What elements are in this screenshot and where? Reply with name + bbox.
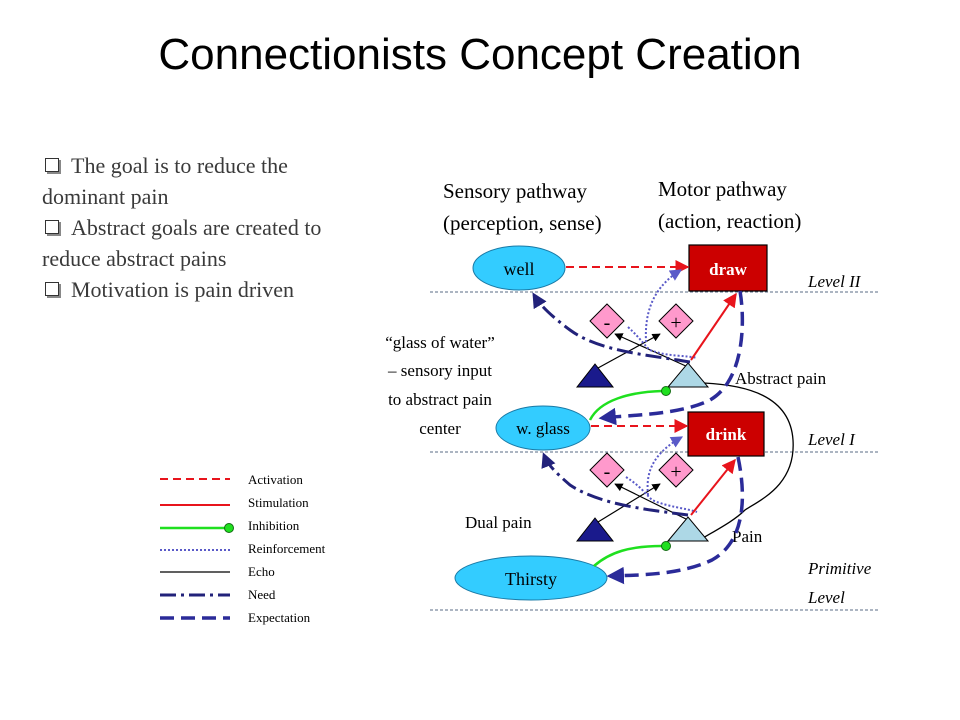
stimulation-arrow-to-draw (690, 292, 737, 361)
motor-pathway-subtitle: (action, reaction) (658, 209, 801, 233)
expectation-path-drink-to-thirsty (606, 456, 745, 585)
inhibition-dot-icon (661, 386, 671, 396)
primitive-level-label: Primitive (807, 559, 872, 578)
legend-label-need: Need (248, 587, 276, 602)
need-path-level-1 (541, 452, 689, 517)
reinforcement-path-level-2 (644, 269, 683, 343)
pain-connector-curve (702, 382, 794, 539)
dual-pain-triangle-level-1 (575, 517, 615, 542)
checkbox-bullet-icon (45, 282, 59, 296)
stimulation-arrow-to-drink (690, 458, 736, 516)
annotation-line: to abstract pain (388, 390, 492, 409)
dual-pain-label: Dual pain (465, 513, 532, 532)
well-node-label: well (504, 259, 535, 279)
reinforcement-path-level-1 (625, 476, 698, 513)
level-2-label: Level II (807, 272, 862, 291)
plus-diamond-level-1 (658, 452, 694, 488)
w-glass-node-label: w. glass (516, 419, 570, 438)
minus-sign-label: - (604, 312, 611, 334)
drink-node (687, 411, 765, 457)
annotation-line: “glass of water” (385, 333, 495, 352)
pain-label: Pain (732, 527, 763, 546)
legend: Activation Stimulation Inhibition Reinfo… (155, 470, 375, 630)
motor-pathway-title: Motor pathway (658, 177, 787, 201)
abstract-pain-triangle (666, 362, 710, 388)
legend-label-echo: Echo (248, 564, 275, 579)
bullet-list: The goal is to reduce the dominant pain … (42, 150, 342, 305)
minus-diamond-level-2 (589, 303, 625, 339)
slide-title: Connectionists Concept Creation (158, 30, 802, 79)
bullet-item: Abstract goals are created to reduce abs… (42, 212, 342, 274)
checkbox-bullet-icon (45, 158, 59, 172)
bullet-text: Motivation is pain driven (71, 277, 295, 302)
primitive-level-label: Level (807, 588, 845, 607)
minus-diamond-level-1 (589, 452, 625, 488)
expectation-path-draw-to-glass (598, 290, 745, 426)
bullet-item: The goal is to reduce the dominant pain (42, 150, 342, 212)
annotation-line: center (419, 419, 461, 438)
legend-label-activation: Activation (248, 472, 303, 487)
legend-label-expectation: Expectation (248, 610, 311, 625)
reinforcement-path-level-1 (646, 436, 684, 496)
need-path-level-2 (532, 292, 691, 364)
inhibition-path-thirsty (593, 544, 663, 567)
minus-sign-label: - (604, 461, 611, 483)
legend-label-stimulation: Stimulation (248, 495, 309, 510)
dual-pain-triangle-level-2 (575, 363, 615, 388)
inhibition-dot-icon (224, 523, 234, 533)
well-node (472, 245, 566, 291)
checkbox-bullet-icon (45, 220, 59, 234)
bullet-text: Abstract goals are created to reduce abs… (42, 215, 322, 271)
legend-label-inhibition: Inhibition (248, 518, 300, 533)
sensory-pathway-subtitle: (perception, sense) (443, 211, 602, 235)
thirsty-node-label: Thirsty (505, 569, 557, 589)
legend-swatches (160, 478, 234, 620)
level-1-label: Level I (807, 430, 856, 449)
bullet-text: The goal is to reduce the dominant pain (42, 153, 288, 209)
inhibition-dot-icon (661, 541, 671, 551)
draw-node-label: draw (709, 260, 748, 279)
legend-label-reinforcement: Reinforcement (248, 541, 326, 556)
reinforcement-path-level-2 (627, 326, 698, 359)
w-glass-node (495, 405, 591, 451)
echo-line-level-1 (597, 483, 661, 523)
plus-sign-label: + (670, 461, 681, 483)
bullet-item: Motivation is pain driven (42, 274, 342, 305)
abstract-pain-label: Abstract pain (735, 369, 827, 388)
annotation-line: – sensory input (387, 361, 492, 380)
sensory-pathway-title: Sensory pathway (443, 179, 588, 203)
thirsty-node (454, 555, 608, 601)
inhibition-path-glass (588, 389, 663, 421)
drink-node-label: drink (706, 425, 747, 444)
pain-triangle (666, 516, 710, 542)
plus-sign-label: + (670, 312, 681, 334)
plus-diamond-level-2 (658, 303, 694, 339)
